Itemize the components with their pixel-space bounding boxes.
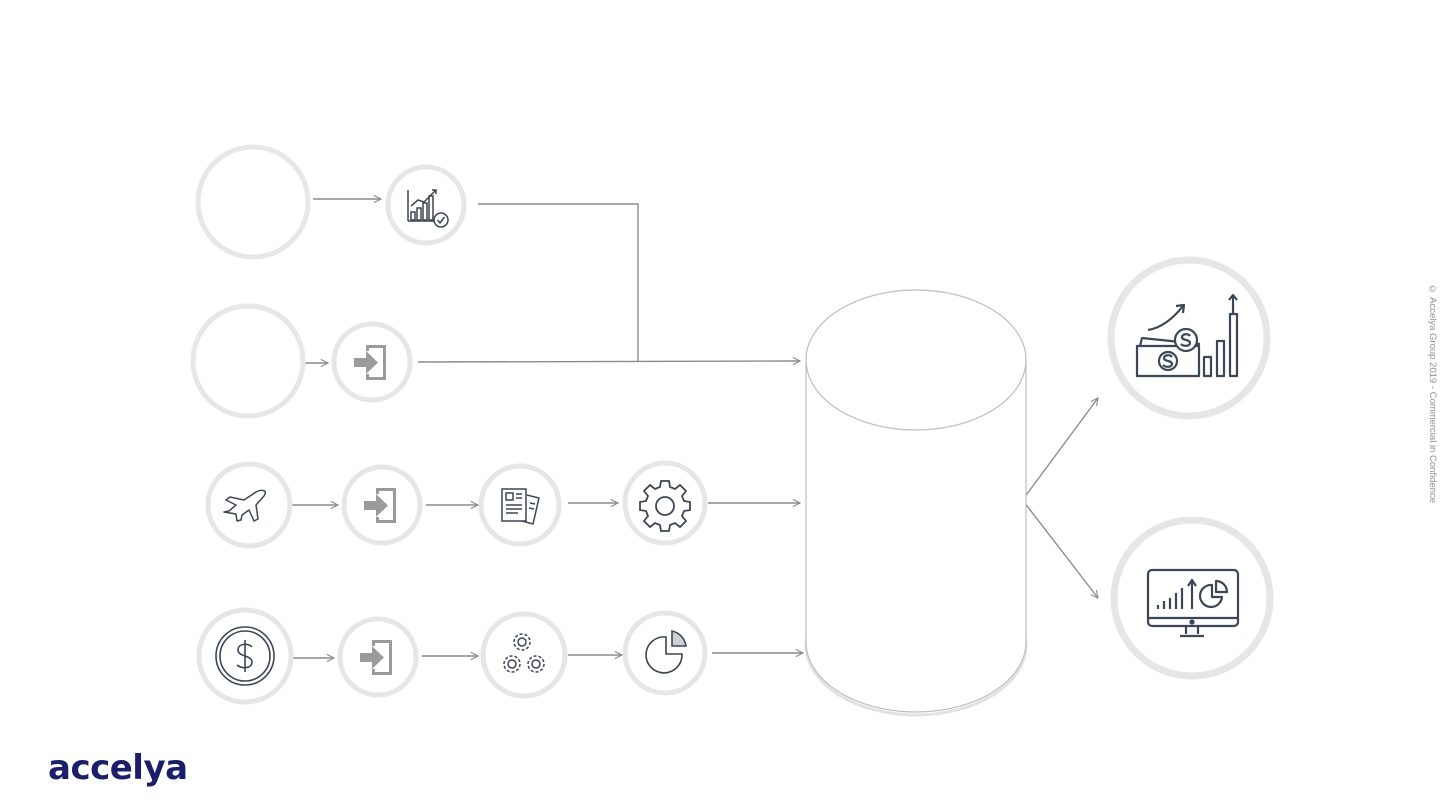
login-icon-r3 — [341, 464, 423, 546]
gears-cluster-icon — [480, 611, 568, 699]
revenue-growth-icon — [1107, 256, 1271, 420]
gear-icon — [622, 460, 708, 546]
dollar-coin-icon — [196, 607, 294, 705]
chart-growth-check-icon — [385, 164, 467, 246]
connector-db-to-revenue — [1023, 398, 1098, 499]
login-icon-r2 — [331, 321, 413, 403]
pie-chart-icon — [622, 610, 708, 696]
connector-r2-to-db — [417, 361, 800, 362]
login-icon-r4 — [337, 616, 419, 698]
connector-r1-to-db — [478, 203, 639, 361]
source-circle-2 — [190, 303, 306, 419]
database-cylinder — [804, 289, 1028, 717]
nodes — [190, 144, 1274, 705]
airplane-icon — [205, 461, 293, 549]
monitor-analytics-icon — [1110, 516, 1274, 680]
accelya-logo: accelya — [48, 748, 188, 788]
documents-icon — [478, 463, 562, 547]
connector-db-to-monitor — [1023, 501, 1098, 598]
copyright-notice: © Accelya Group 2019 - Commercial in Con… — [1427, 284, 1438, 504]
connectors — [292, 199, 1098, 658]
source-circle-1 — [195, 144, 311, 260]
